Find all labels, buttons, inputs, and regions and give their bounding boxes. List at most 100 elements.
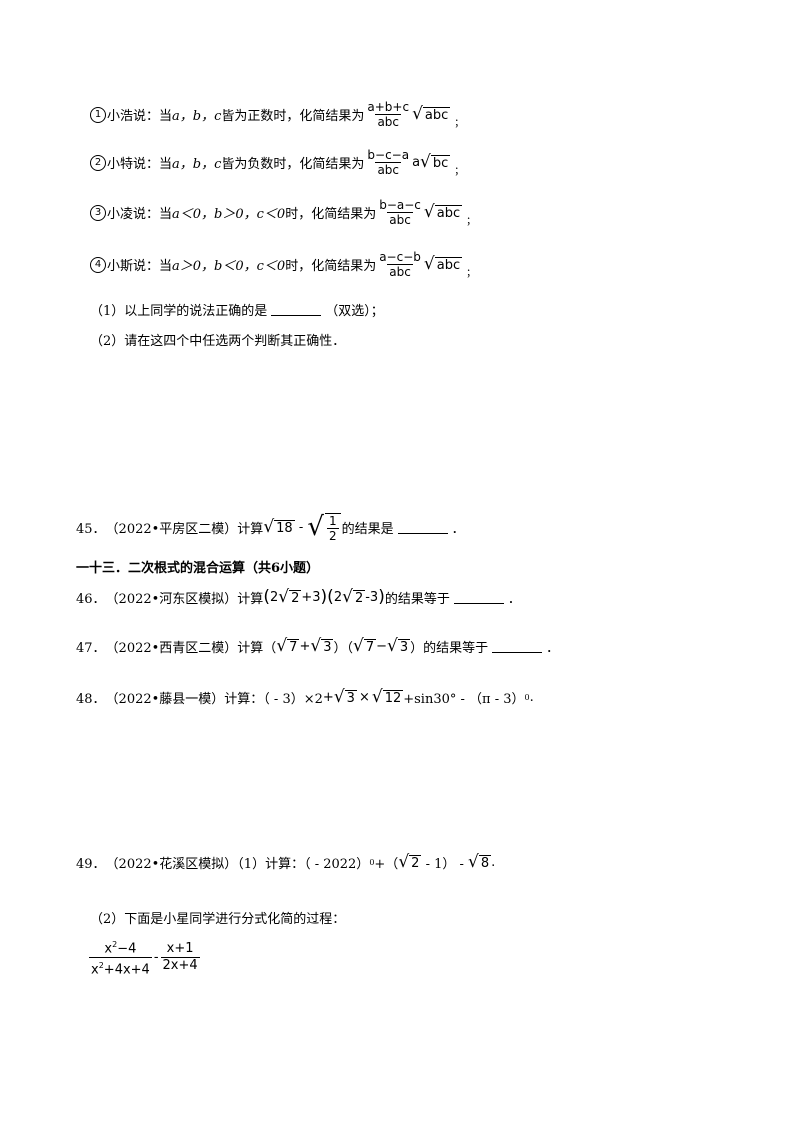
- radicand: bc: [430, 155, 451, 171]
- question-number: 47．: [76, 641, 106, 656]
- radicand: 2: [409, 855, 422, 871]
- question-source: （2022•花溪区模拟）（1）计算：（ - 2022）: [105, 857, 370, 872]
- sqrt: √2: [278, 586, 302, 607]
- question-45: 45． （2022•平房区二模）计算 √18 - √ 1 2 的结果是 ．: [76, 510, 465, 544]
- sub-question-after: （双选）；: [325, 304, 384, 319]
- question-end: ．: [451, 521, 465, 537]
- fraction-numerator: a−c−b: [379, 250, 421, 264]
- question-49-part-2: （2）下面是小星同学进行分式化简的过程：: [90, 912, 346, 927]
- radicand: 8: [478, 855, 492, 871]
- statement-text: 小特说：当: [107, 157, 173, 172]
- answer-blank[interactable]: [271, 303, 322, 316]
- statement-end: ；: [466, 216, 477, 227]
- sqrt: √3: [333, 687, 357, 707]
- fraction: x2−4 x2+4x+4: [89, 937, 152, 979]
- term: x: [104, 941, 113, 957]
- paren: (: [263, 587, 270, 607]
- exponent: 0: [369, 858, 375, 867]
- statement-vars: a，b，c: [172, 157, 222, 172]
- circle-number: 1: [90, 106, 106, 123]
- statement-cond: 时，化简结果为: [285, 207, 377, 222]
- fraction-numerator: a+b+c: [367, 100, 410, 114]
- operator: - 1） -: [421, 857, 469, 872]
- fraction: x+1 2x+4: [160, 941, 200, 974]
- statement-text: 小浩说：当: [107, 109, 173, 124]
- radicand: 3: [344, 690, 357, 706]
- radicand: 3: [321, 639, 334, 655]
- sqrt: √abc: [412, 104, 451, 124]
- radicand: 7: [287, 639, 300, 655]
- fraction-denominator: abc: [375, 114, 402, 129]
- circle-number: 4: [90, 256, 106, 273]
- statement-text: 小斯说：当: [107, 259, 173, 274]
- statement-2: 2 小特说：当 a，b，c 皆为负数时，化简结果为 b−c−a abc a √b…: [90, 148, 464, 177]
- statement-cond: 皆为正数时，化简结果为: [221, 109, 365, 124]
- operator: -: [294, 519, 308, 535]
- question-48: 48． （2022•藤县一模）计算：（ - 3）×2 + √3 × √12 +s…: [76, 688, 534, 707]
- question-end: ．: [507, 591, 521, 607]
- fraction: a+b+c abc: [365, 100, 411, 129]
- fraction-numerator: b−c−a: [367, 148, 410, 162]
- question-number: 46．: [76, 591, 106, 607]
- paren: ): [320, 587, 328, 607]
- statement-cond: 皆为负数时，化简结果为: [221, 157, 365, 172]
- sqrt: √12: [371, 687, 404, 707]
- sqrt: √2: [398, 852, 422, 872]
- answer-blank[interactable]: [453, 591, 504, 604]
- coefficient: 2: [269, 589, 279, 605]
- operator: -: [153, 950, 159, 966]
- fraction: a−c−b abc: [377, 250, 423, 279]
- exponent: 2: [98, 961, 104, 971]
- operator: ×: [358, 690, 370, 705]
- fraction-numerator: x+1: [166, 941, 194, 957]
- answer-blank[interactable]: [397, 521, 448, 534]
- paren: (: [327, 587, 334, 607]
- sqrt: √2: [342, 586, 366, 607]
- sub-question-2: （2）请在这四个中任选两个判断其正确性．: [90, 330, 345, 349]
- fraction: 1 2: [324, 513, 341, 544]
- operator: +3: [301, 589, 321, 605]
- fraction-numerator: 1: [328, 514, 337, 528]
- fraction-denominator: x2+4x+4: [89, 957, 152, 978]
- sqrt-fraction: √ 1 2: [307, 510, 341, 544]
- sqrt: √7: [276, 636, 300, 656]
- statement-cond: 时，化简结果为: [285, 259, 377, 274]
- operator: -3: [365, 589, 379, 605]
- question-47: 47． （2022•西青区二模）计算（ √7 + √3 ）（ √7 − √3 ）…: [76, 637, 559, 656]
- sqrt: √7: [352, 636, 377, 656]
- operator: +: [299, 639, 311, 654]
- exponent: 0: [524, 693, 530, 702]
- statement-end: ；: [454, 166, 465, 177]
- question-source: （2022•藤县一模）计算：（ - 3）×2: [105, 692, 323, 707]
- section-heading: 一十三．二次根式的混合运算（共6小题）: [76, 561, 320, 576]
- coefficient: 2: [333, 589, 343, 605]
- operator: +（: [374, 857, 399, 872]
- sqrt: √3: [310, 636, 334, 656]
- sqrt: √8: [468, 852, 492, 872]
- question-number: 49．: [76, 857, 106, 872]
- statement-end: ；: [454, 118, 465, 129]
- statement-4: 4 小斯说：当 a＞0，b＜0，c＜0 时，化简结果为 a−c−b abc √a…: [90, 250, 476, 279]
- question-end: .: [529, 690, 534, 705]
- question-source: （2022•西青区二模）计算（: [105, 641, 277, 656]
- term: −4: [117, 941, 137, 957]
- sub-question-1: （1）以上同学的说法正确的是 （双选）；: [90, 300, 384, 319]
- exponent: 2: [112, 940, 118, 949]
- paren-mid: ）（: [333, 641, 353, 656]
- radicand: 2: [289, 589, 302, 606]
- sub-question-text: （1）以上同学的说法正确的是: [90, 304, 268, 319]
- radicand: 18: [274, 519, 295, 536]
- fraction-denominator: 2: [326, 528, 339, 543]
- statement-3: 3 小凌说：当 a＜0，b＞0，c＜0 时，化简结果为 b−a−c abc √a…: [90, 198, 476, 227]
- fraction: b−a−c abc: [377, 198, 423, 227]
- sqrt: √3: [387, 636, 411, 656]
- radicand: 7: [363, 639, 377, 655]
- circle-number: 3: [90, 204, 106, 221]
- radicand: 2: [352, 589, 366, 606]
- fraction-numerator: x2−4: [102, 937, 138, 957]
- fraction-denominator: abc: [387, 212, 413, 227]
- answer-blank[interactable]: [492, 640, 543, 653]
- question-source: （2022•平房区二模）计算: [105, 521, 264, 537]
- radicand: abc: [434, 205, 463, 221]
- question-source: （2022•河东区模拟）计算: [105, 591, 264, 607]
